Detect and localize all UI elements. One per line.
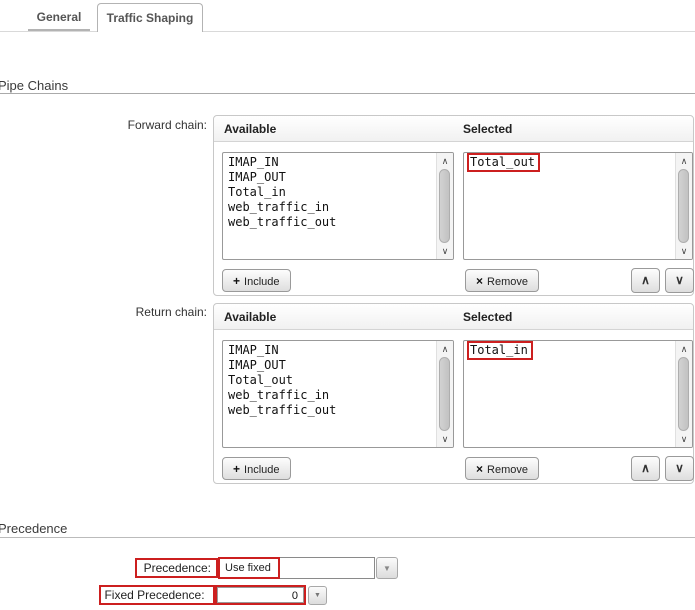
list-item[interactable]: IMAP_OUT <box>228 170 286 184</box>
x-icon: × <box>476 461 484 476</box>
scroll-up-icon[interactable]: ∧ <box>441 156 449 166</box>
return-selected-listbox[interactable]: Total_in ∧ ∨ <box>463 340 693 448</box>
forward-available-header: Available <box>224 122 277 136</box>
include-button-label: Include <box>244 275 280 288</box>
list-item[interactable]: web_traffic_out <box>228 215 337 229</box>
list-item[interactable]: IMAP_IN <box>228 343 279 357</box>
list-item[interactable]: web_traffic_in <box>228 388 330 402</box>
return-available-header: Available <box>224 310 277 324</box>
precedence-dropdown-button[interactable]: ▼ <box>376 557 398 579</box>
fixed-precedence-input[interactable] <box>217 587 304 603</box>
remove-button-label: Remove <box>487 463 528 476</box>
forward-move-up-button[interactable]: ∧ <box>631 268 660 293</box>
return-selected-items[interactable]: Total_in <box>464 341 675 447</box>
precedence-select[interactable]: Use fixed <box>218 557 375 579</box>
pipe-chains-rule <box>0 93 695 94</box>
return-chain-label: Return chain: <box>135 305 207 319</box>
forward-selected-items[interactable]: Total_out <box>464 153 675 259</box>
return-move-down-button[interactable]: ∨ <box>665 456 694 481</box>
precedence-selected-value: Use fixed <box>218 557 280 579</box>
tab-general[interactable]: General <box>36 10 82 24</box>
include-button-label: Include <box>244 463 280 476</box>
precedence-heading: Precedence <box>0 521 68 536</box>
scrollbar-thumb[interactable] <box>439 169 450 243</box>
plus-icon: + <box>233 461 241 476</box>
precedence-label: Precedence: <box>135 558 218 578</box>
forward-include-button[interactable]: +Include <box>222 269 291 292</box>
return-chain-panel-header: Available Selected <box>214 304 693 330</box>
list-item[interactable]: web_traffic_in <box>228 200 330 214</box>
return-move-up-button[interactable]: ∧ <box>631 456 660 481</box>
forward-available-scrollbar[interactable]: ∧ ∨ <box>436 153 453 259</box>
list-item[interactable]: Total_out <box>228 373 294 387</box>
forward-chain-label: Forward chain: <box>127 118 207 132</box>
scrollbar-thumb[interactable] <box>439 357 450 431</box>
return-selected-header: Selected <box>463 310 513 324</box>
remove-button-label: Remove <box>487 275 528 288</box>
list-item[interactable]: IMAP_OUT <box>228 358 286 372</box>
forward-selected-item-highlight[interactable]: Total_out <box>467 153 541 172</box>
forward-selected-scrollbar[interactable]: ∧ ∨ <box>675 153 692 259</box>
scroll-down-icon[interactable]: ∨ <box>680 246 688 256</box>
return-selected-scrollbar[interactable]: ∧ ∨ <box>675 341 692 447</box>
scroll-up-icon[interactable]: ∧ <box>680 156 688 166</box>
forward-move-down-button[interactable]: ∨ <box>665 268 694 293</box>
forward-selected-header: Selected <box>463 122 513 136</box>
return-remove-button[interactable]: ×Remove <box>465 457 539 480</box>
scrollbar-thumb[interactable] <box>678 357 689 431</box>
return-selected-item-highlight[interactable]: Total_in <box>467 341 533 360</box>
scroll-up-icon[interactable]: ∧ <box>680 344 688 354</box>
plus-icon: + <box>233 273 241 288</box>
scrollbar-thumb[interactable] <box>678 169 689 243</box>
tab-general-underline <box>28 29 90 31</box>
fixed-precedence-field-highlight <box>215 585 306 605</box>
precedence-rule <box>0 537 695 538</box>
forward-selected-listbox[interactable]: Total_out ∧ ∨ <box>463 152 693 260</box>
list-item[interactable]: web_traffic_out <box>228 403 337 417</box>
return-include-button[interactable]: +Include <box>222 457 291 480</box>
list-item[interactable]: Total_in <box>228 185 286 199</box>
forward-chain-panel-header: Available Selected <box>214 116 693 142</box>
list-item[interactable]: IMAP_IN <box>228 155 279 169</box>
fixed-precedence-label: Fixed Precedence: <box>99 585 215 605</box>
pipe-chains-heading: Pipe Chains <box>0 78 69 93</box>
forward-remove-button[interactable]: ×Remove <box>465 269 539 292</box>
tab-traffic-shaping[interactable]: Traffic Shaping <box>97 3 203 32</box>
chevron-down-icon: ▼ <box>383 564 391 573</box>
chevron-down-icon: ▼ <box>314 592 321 599</box>
scroll-down-icon[interactable]: ∨ <box>441 246 449 256</box>
scroll-down-icon[interactable]: ∨ <box>680 434 688 444</box>
x-icon: × <box>476 273 484 288</box>
scroll-down-icon[interactable]: ∨ <box>441 434 449 444</box>
scroll-up-icon[interactable]: ∧ <box>441 344 449 354</box>
fixed-precedence-spinner-button[interactable]: ▼ <box>308 586 327 605</box>
tabbar-divider <box>0 31 695 32</box>
return-available-scrollbar[interactable]: ∧ ∨ <box>436 341 453 447</box>
